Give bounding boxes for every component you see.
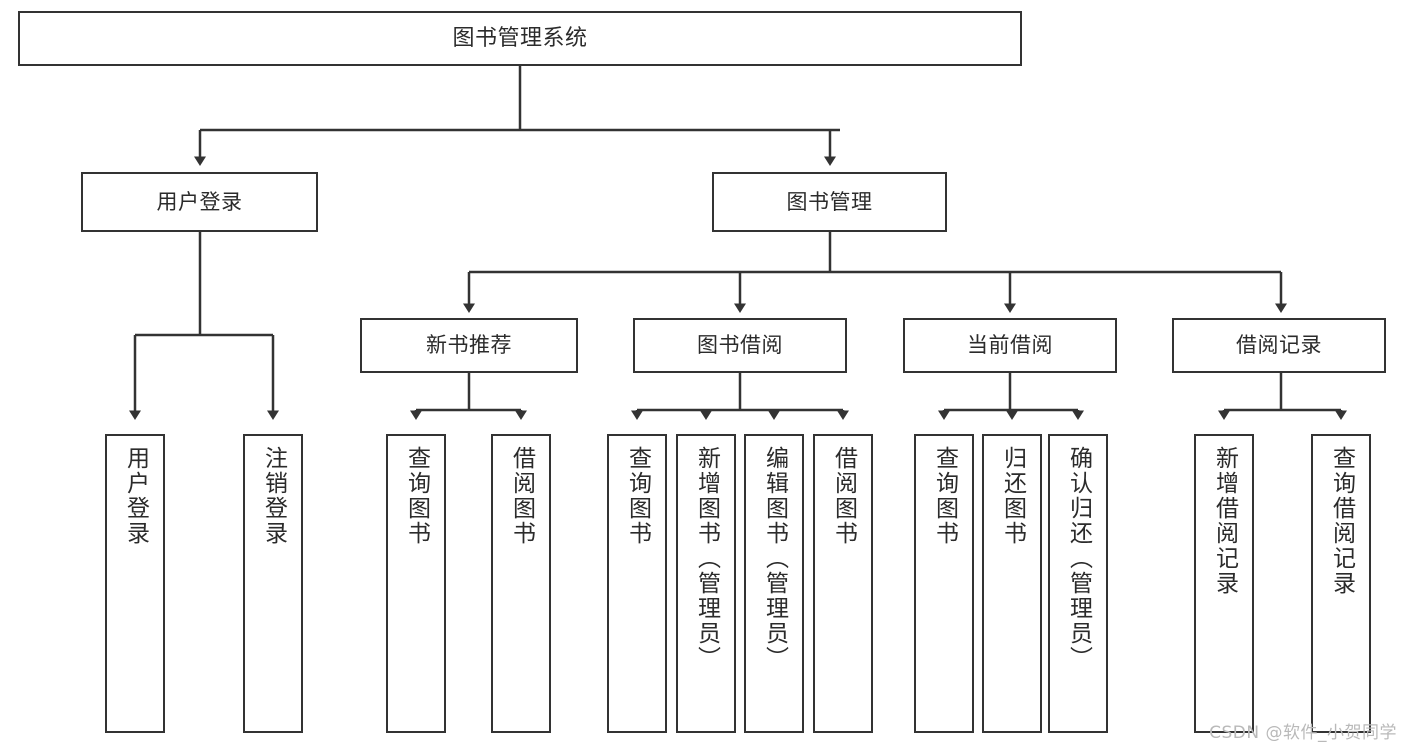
node-label: 归还图书 (999, 446, 1026, 546)
node-label: 借阅记录 (1236, 333, 1322, 358)
node-label: 借阅图书 (508, 446, 535, 546)
node-label: 图书借阅 (697, 333, 783, 358)
node-label: 新增借阅记录 (1211, 446, 1238, 596)
node-book-borrowing[interactable]: 图书借阅 (633, 318, 847, 373)
node-label: 注销登录 (260, 446, 287, 546)
node-label: 新增图书（管理员） (693, 446, 720, 671)
node-label: 查询借阅记录 (1328, 446, 1355, 596)
node-label: 用户登录 (156, 189, 243, 214)
node-label: 确认归还（管理员） (1065, 446, 1092, 671)
leaf-query-book-current[interactable]: 查询图书 (914, 434, 974, 733)
leaf-borrow-book-borrowing[interactable]: 借阅图书 (813, 434, 873, 733)
leaf-add-borrowing-record[interactable]: 新增借阅记录 (1194, 434, 1254, 733)
leaf-logout[interactable]: 注销登录 (243, 434, 303, 733)
node-label: 借阅图书 (830, 446, 857, 546)
node-label: 新书推荐 (426, 333, 512, 358)
node-label: 当前借阅 (967, 333, 1053, 358)
node-borrowing-record[interactable]: 借阅记录 (1172, 318, 1386, 373)
leaf-query-book-recommendation[interactable]: 查询图书 (386, 434, 446, 733)
leaf-borrow-book-recommendation[interactable]: 借阅图书 (491, 434, 551, 733)
leaf-query-book-borrowing[interactable]: 查询图书 (607, 434, 667, 733)
node-label: 查询图书 (931, 446, 958, 546)
node-label: 编辑图书（管理员） (761, 446, 788, 671)
node-user-login[interactable]: 用户登录 (81, 172, 318, 232)
leaf-return-book[interactable]: 归还图书 (982, 434, 1042, 733)
node-label: 查询图书 (403, 446, 430, 546)
node-label: 图书管理系统 (452, 25, 588, 51)
node-label: 图书管理 (786, 189, 873, 214)
csdn-watermark: CSDN @软件_小贺同学 (1209, 723, 1397, 743)
node-new-book-recommendation[interactable]: 新书推荐 (360, 318, 578, 373)
node-book-management[interactable]: 图书管理 (712, 172, 947, 232)
node-label: 用户登录 (122, 446, 149, 546)
node-label: 查询图书 (624, 446, 651, 546)
leaf-query-borrowing-record[interactable]: 查询借阅记录 (1311, 434, 1371, 733)
leaf-add-book-admin[interactable]: 新增图书（管理员） (676, 434, 736, 733)
leaf-confirm-return-admin[interactable]: 确认归还（管理员） (1048, 434, 1108, 733)
node-root-book-management-system[interactable]: 图书管理系统 (18, 11, 1022, 66)
leaf-edit-book-admin[interactable]: 编辑图书（管理员） (744, 434, 804, 733)
leaf-user-login[interactable]: 用户登录 (105, 434, 165, 733)
node-current-borrowing[interactable]: 当前借阅 (903, 318, 1117, 373)
